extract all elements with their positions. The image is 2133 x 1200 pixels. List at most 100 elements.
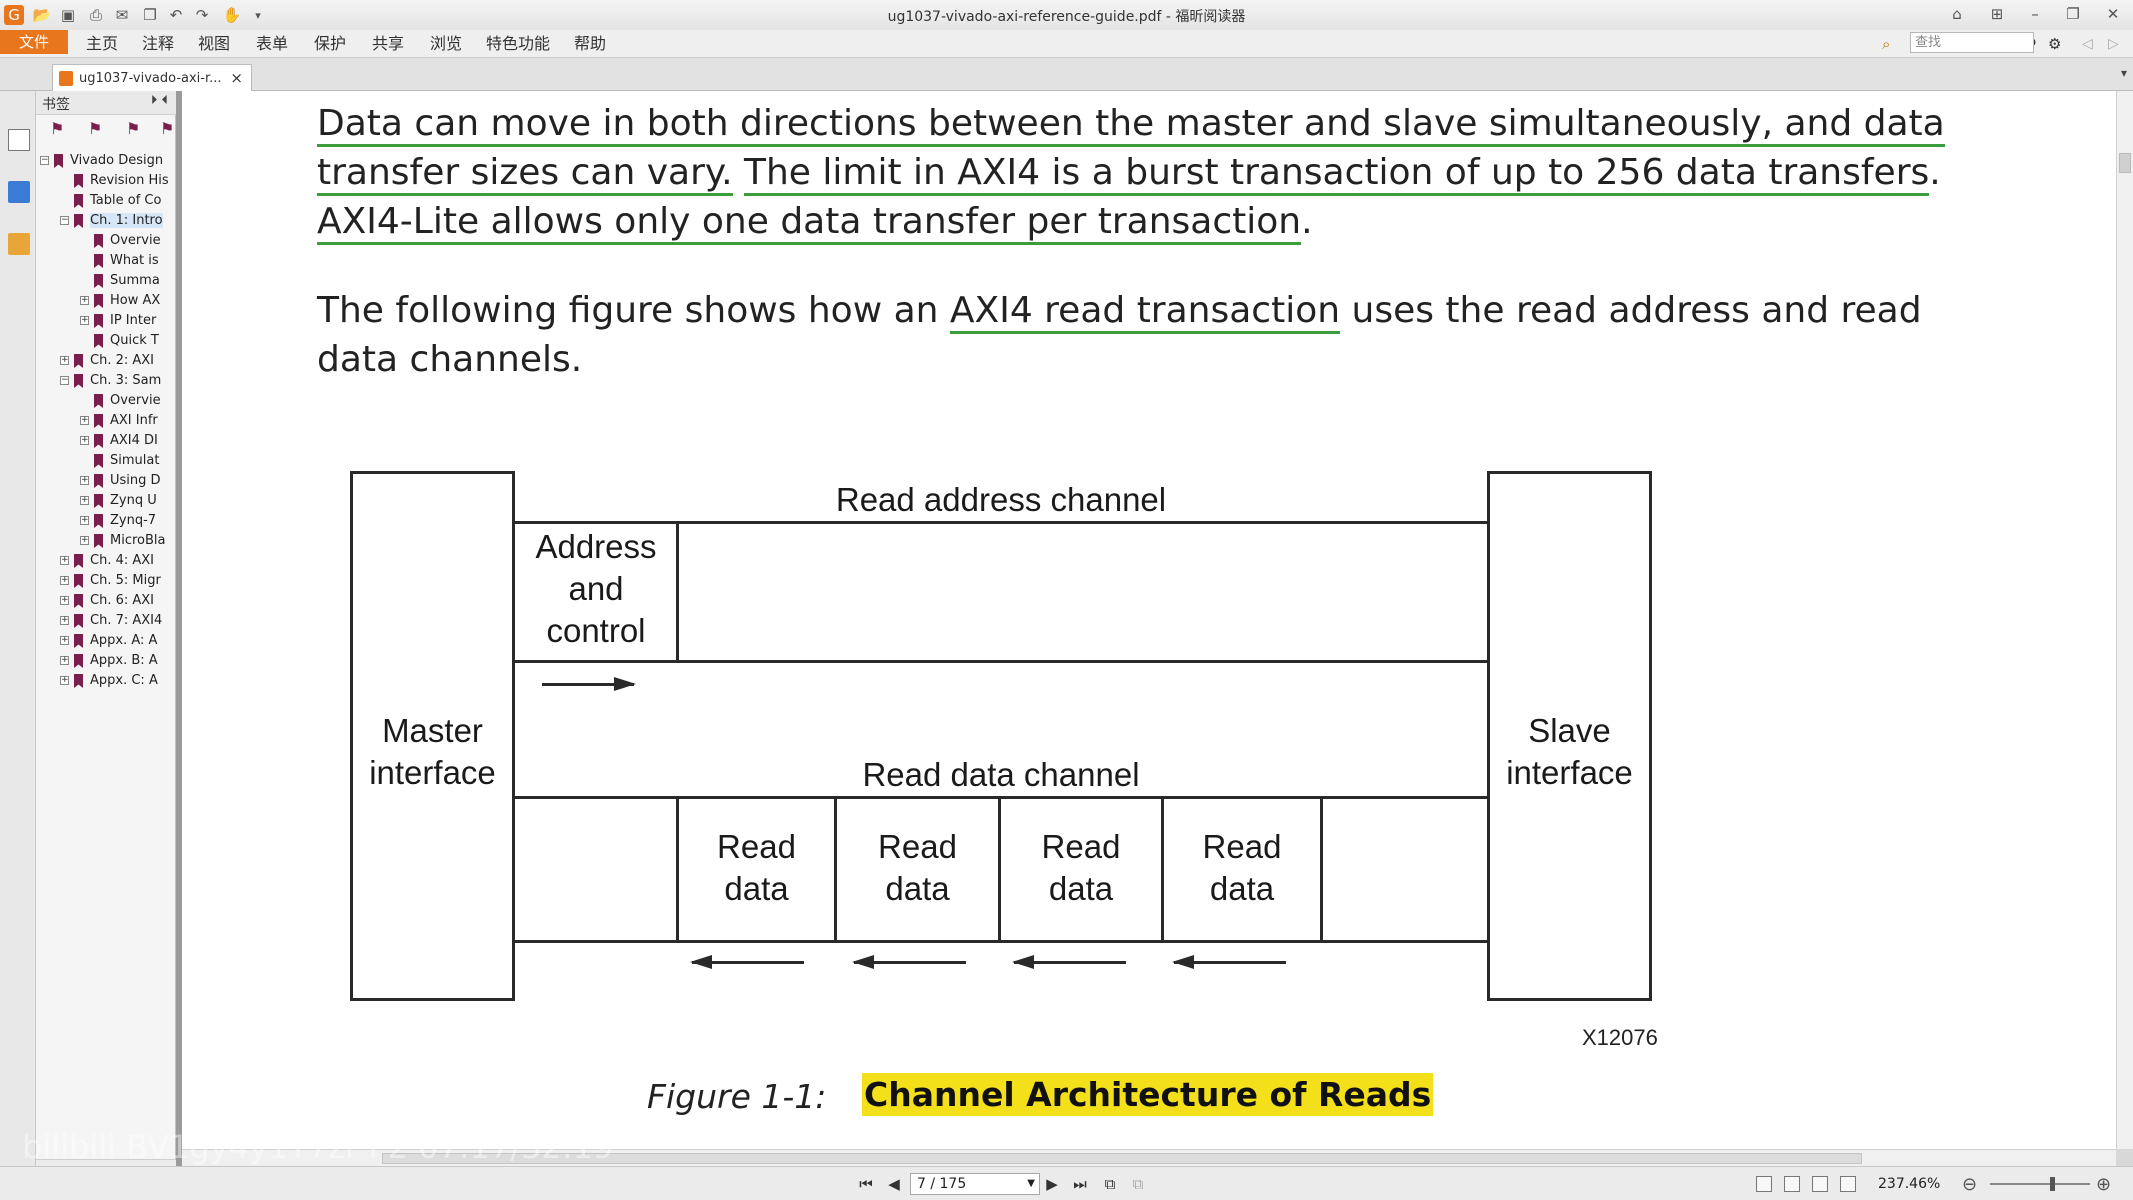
single-page-view-icon[interactable]: [1756, 1176, 1772, 1192]
page-thumbnail-icon[interactable]: [8, 129, 30, 151]
bookmark-item[interactable]: +Using D: [36, 471, 176, 491]
bookmark-item[interactable]: Table of Co: [36, 191, 176, 211]
bookmark-item[interactable]: +Ch. 2: AXI: [36, 351, 176, 371]
document-tab[interactable]: ug1037-vivado-axi-r... ×: [52, 64, 252, 91]
forward-icon[interactable]: ▷: [2108, 36, 2119, 52]
panel-splitter[interactable]: [176, 91, 182, 1179]
undo-icon[interactable]: ↶: [169, 6, 183, 24]
bookmark-options-icon[interactable]: ⚑: [160, 119, 175, 138]
bookmark-item[interactable]: +Ch. 7: AXI4: [36, 611, 176, 631]
bookmark-item[interactable]: +MicroBla: [36, 531, 176, 551]
expand-toggle-icon[interactable]: +: [80, 495, 89, 505]
horizontal-scrollbar[interactable]: [182, 1149, 2116, 1166]
page-number-input[interactable]: 7 / 175▼: [910, 1173, 1040, 1195]
zoom-slider[interactable]: [1990, 1177, 2090, 1191]
bookmark-item[interactable]: −Ch. 3: Sam: [36, 371, 176, 391]
menu-home[interactable]: 主页: [86, 34, 119, 53]
bookmark-item[interactable]: +Zynq-7: [36, 511, 176, 531]
zoom-slider-knob[interactable]: [2050, 1177, 2055, 1191]
layers-icon[interactable]: [8, 181, 30, 203]
bookmark-item[interactable]: Simulat: [36, 451, 176, 471]
expand-toggle-icon[interactable]: +: [80, 535, 89, 545]
continuous-view-icon[interactable]: [1784, 1176, 1800, 1192]
bookmark-item[interactable]: Overvie: [36, 231, 176, 251]
menu-browse[interactable]: 浏览: [430, 34, 463, 53]
bookmark-item[interactable]: +AXI Infr: [36, 411, 176, 431]
redo-icon[interactable]: ↷: [195, 6, 209, 24]
expand-toggle-icon[interactable]: −: [60, 375, 69, 385]
comments-icon[interactable]: [8, 233, 30, 255]
expand-toggle-icon[interactable]: +: [60, 555, 69, 565]
previous-page-icon[interactable]: ◀: [888, 1175, 900, 1193]
back-icon[interactable]: ◁: [2082, 36, 2093, 52]
new-doc-icon[interactable]: ❐: [143, 6, 157, 24]
expand-toggle-icon[interactable]: −: [60, 215, 69, 225]
hand-tool-icon[interactable]: ✋: [222, 6, 242, 24]
delete-bookmark-icon[interactable]: ⚑: [126, 119, 141, 138]
bookmark-item[interactable]: Quick T: [36, 331, 176, 351]
bookmark-item[interactable]: Summa: [36, 271, 176, 291]
expand-toggle-icon[interactable]: +: [80, 435, 89, 445]
bookmark-item[interactable]: +Ch. 4: AXI: [36, 551, 176, 571]
open-icon[interactable]: 📂: [32, 6, 52, 24]
first-page-icon[interactable]: ⏮: [859, 1175, 873, 1193]
facing-view-icon[interactable]: [1812, 1176, 1828, 1192]
print-icon[interactable]: ⎙: [89, 6, 102, 24]
layout-icon[interactable]: ⊞: [1990, 5, 2004, 23]
menu-protect[interactable]: 保护: [314, 34, 347, 53]
bookmark-item[interactable]: +IP Inter: [36, 311, 176, 331]
app-logo-icon[interactable]: G: [4, 5, 24, 25]
expand-toggle-icon[interactable]: +: [60, 355, 69, 365]
last-page-icon[interactable]: ⏭: [1073, 1175, 1087, 1193]
search-input[interactable]: 查找: [1910, 32, 2034, 53]
tab-list-icon[interactable]: ▾: [2120, 66, 2127, 80]
menu-features[interactable]: 特色功能: [486, 34, 551, 53]
close-window-button[interactable]: ✕: [2106, 5, 2120, 23]
bookmark-item[interactable]: +How AX: [36, 291, 176, 311]
bookmark-item[interactable]: +Appx. C: A: [36, 671, 176, 691]
expand-toggle-icon[interactable]: +: [80, 475, 89, 485]
bookmark-item[interactable]: What is: [36, 251, 176, 271]
find-icon[interactable]: ⌕: [1882, 35, 1891, 53]
expand-toggle-icon[interactable]: +: [80, 315, 89, 325]
menu-form[interactable]: 表单: [256, 34, 289, 53]
close-tab-icon[interactable]: ×: [230, 69, 243, 87]
expand-toggle-icon[interactable]: +: [60, 595, 69, 605]
menu-view[interactable]: 视图: [198, 34, 231, 53]
zoom-level[interactable]: 237.46%: [1878, 1176, 1941, 1192]
menu-file[interactable]: 文件: [0, 30, 68, 54]
expand-toggle-icon[interactable]: +: [80, 515, 89, 525]
expand-toggle-icon[interactable]: +: [60, 635, 69, 645]
customize-quick-access-icon[interactable]: ▾: [255, 8, 261, 22]
expand-toggle-icon[interactable]: −: [40, 155, 49, 165]
zoom-out-icon[interactable]: ⊖: [1962, 1174, 1978, 1195]
menu-share[interactable]: 共享: [372, 34, 405, 53]
bookmark-item[interactable]: −Ch. 1: Intro: [36, 211, 176, 231]
expand-toggle-icon[interactable]: +: [60, 615, 69, 625]
previous-view-icon[interactable]: ⧉: [1104, 1175, 1116, 1193]
panel-collapse-icon[interactable]: ⏵ ⏴: [150, 93, 168, 108]
email-icon[interactable]: ✉: [115, 6, 129, 24]
para2-link[interactable]: AXI4 read transaction: [949, 290, 1341, 334]
restore-button[interactable]: ❐: [2066, 5, 2080, 23]
bookmark-item[interactable]: Revision His: [36, 171, 176, 191]
bookmark-item[interactable]: +Ch. 6: AXI: [36, 591, 176, 611]
bookmark-item[interactable]: +Appx. B: A: [36, 651, 176, 671]
expand-toggle-icon[interactable]: +: [60, 675, 69, 685]
expand-toggle-icon[interactable]: +: [60, 575, 69, 585]
horizontal-scroll-thumb[interactable]: [382, 1153, 1862, 1164]
zoom-in-icon[interactable]: ⊕: [2096, 1174, 2112, 1195]
bookmark-item[interactable]: +Ch. 5: Migr: [36, 571, 176, 591]
expand-toggle-icon[interactable]: +: [80, 295, 89, 305]
next-view-icon[interactable]: ⧉: [1132, 1175, 1144, 1193]
settings-icon[interactable]: ⚙: [2048, 35, 2062, 53]
add-bookmark-icon[interactable]: ⚑: [88, 119, 103, 138]
vertical-scrollbar[interactable]: [2116, 91, 2133, 1149]
continuous-facing-view-icon[interactable]: [1840, 1176, 1856, 1192]
vertical-scroll-thumb[interactable]: [2119, 153, 2131, 173]
page-dropdown-icon[interactable]: ▼: [1027, 1178, 1035, 1189]
bookmark-item[interactable]: +Zynq U: [36, 491, 176, 511]
bookmark-item[interactable]: +Appx. A: A: [36, 631, 176, 651]
expand-toggle-icon[interactable]: +: [80, 415, 89, 425]
expand-bookmark-icon[interactable]: ⚑: [50, 119, 65, 138]
